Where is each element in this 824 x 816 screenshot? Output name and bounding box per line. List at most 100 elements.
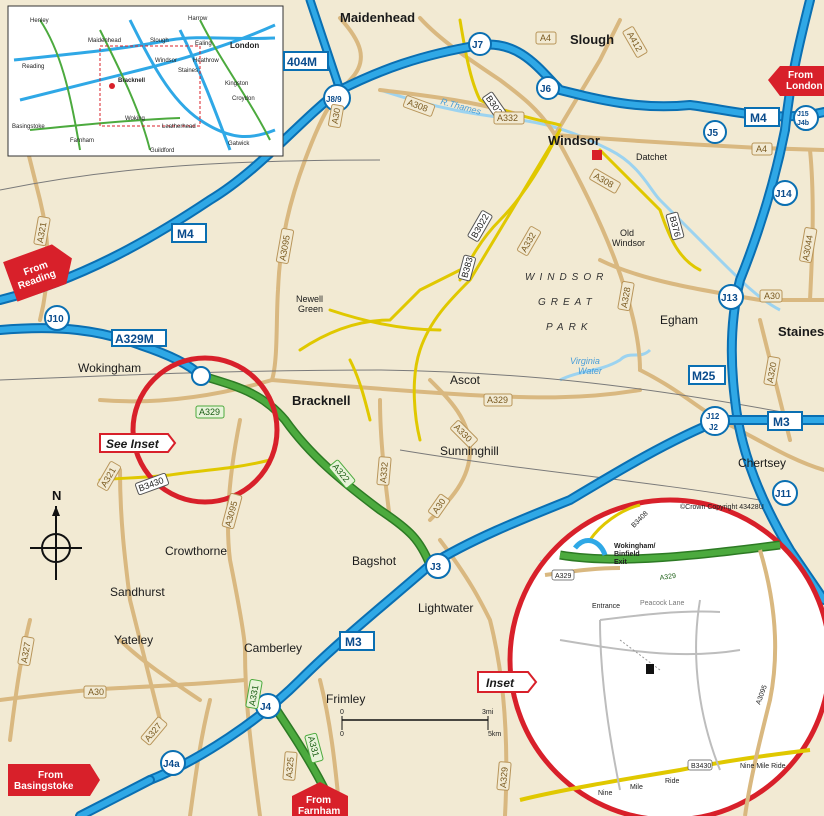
scale-mi: 3mi [482,709,494,716]
town-yateley: Yateley [114,633,153,647]
svg-text:J4b: J4b [797,120,809,127]
junction-wokingham [191,366,211,386]
town-staines: Staines [778,324,824,339]
town-maidenhead: Maidenhead [340,10,415,25]
castle-icon [592,150,602,160]
overview-inset: Henley Maidenhead Slough Harrow Ealing L… [7,5,284,157]
inset-callout[interactable]: Inset [477,671,538,693]
svg-text:J10: J10 [47,314,64,325]
junction-j11: J11 [772,480,798,506]
town-lightwater: Lightwater [418,601,473,615]
svg-text:J4a: J4a [163,759,180,770]
junction-j6: J6 [536,76,560,100]
inset-b3430: B3430 [691,763,711,770]
label-m3: M3 [345,635,362,649]
inset-entrance: Entrance [592,603,620,610]
compass-north: N [52,488,61,503]
inset-label: Inset [486,676,515,690]
road-a329b: A329 [487,395,508,405]
zoom-inset: ©Crown Copyright 43428U Wokingham/Binfie… [507,497,824,816]
junction-j10: J10 [44,305,70,331]
road-a328: A328 [619,286,633,308]
road-a3044: A3044 [800,234,814,261]
town-wokingham: Wokingham [78,361,141,375]
town-chertsey: Chertsey [738,456,786,470]
town-windsor: Windsor [548,133,600,148]
road-a325: A325 [284,757,296,779]
road-a374: A329 [498,767,510,789]
overview-woking: Woking [125,116,145,122]
road-a332: A332 [497,113,518,123]
overview-bracknell: Bracknell [118,78,145,84]
park-line3: PARK [546,322,593,333]
scale-km: 5km [488,731,501,738]
road-a331: A331 [247,684,261,706]
inset-ride: Ride [665,778,680,785]
road-a30: A30 [330,107,343,125]
svg-text:J5: J5 [707,128,719,139]
town-datchet: Datchet [636,152,668,162]
inset-nine-mile-ride: Nine Mile Ride [740,763,786,770]
road-a3095: A3095 [277,234,291,261]
svg-text:J14: J14 [775,189,792,200]
label-a329m: A329M [115,332,154,346]
town-frimley: Frimley [326,692,365,706]
inset-mile: Mile [630,784,643,791]
svg-text:J7: J7 [472,40,484,51]
road-a30d: A30 [88,687,104,697]
park-line1: WINDSOR [525,272,608,283]
overview-basingstoke: Basingstoke [12,124,45,130]
inset-nine: Nine [598,790,613,797]
inset-a329m: A329 [659,573,676,582]
overview-heathrow: Heathrow [193,58,219,64]
see-inset-callout[interactable]: See Inset [99,433,177,453]
town-bagshot: Bagshot [352,554,397,568]
svg-text:J11: J11 [775,489,792,500]
see-inset-label: See Inset [106,437,160,451]
overview-ealing: Ealing [195,41,212,47]
town-crowthorne: Crowthorne [165,544,227,558]
road-a320: A320 [765,361,779,383]
town-camberley: Camberley [244,641,302,655]
inset-source-circle [130,355,280,505]
overview-maidenhead: Maidenhead [88,38,121,44]
junction-j14: J14 [772,180,798,206]
junction-j7: J7 [468,32,492,56]
town-slough: Slough [570,32,614,47]
road-a332c: A332 [378,462,390,484]
scale-zero-km: 0 [340,731,344,738]
town-sunninghill: Sunninghill [440,444,499,458]
overview-gatwick: Gatwick [228,141,250,147]
scale-zero-mi: 0 [340,709,344,716]
junction-j4: J4 [255,693,281,719]
svg-text:J6: J6 [540,84,552,95]
overview-croydon: Croydon [232,96,255,102]
overview-henley: Henley [30,18,49,24]
label-a404m: 404M [287,55,317,69]
svg-text:J15: J15 [797,111,809,118]
town-egham: Egham [660,313,698,327]
svg-text:J2: J2 [709,423,718,432]
svg-text:J8/9: J8/9 [326,95,342,104]
svg-text:J4: J4 [260,702,272,713]
overview-leatherhead: Leatherhead [162,124,196,130]
label-m4-west: M4 [177,227,194,241]
inset-peacock-lane: Peacock Lane [640,600,684,607]
road-a4: A4 [540,33,551,43]
town-bracknell: Bracknell [292,393,351,408]
overview-staines: Staines [178,68,198,74]
road-a321: A321 [35,221,49,243]
windsor-great-park: WINDSOR GREAT PARK [525,272,608,333]
overview-kingston: Kingston [225,81,248,87]
